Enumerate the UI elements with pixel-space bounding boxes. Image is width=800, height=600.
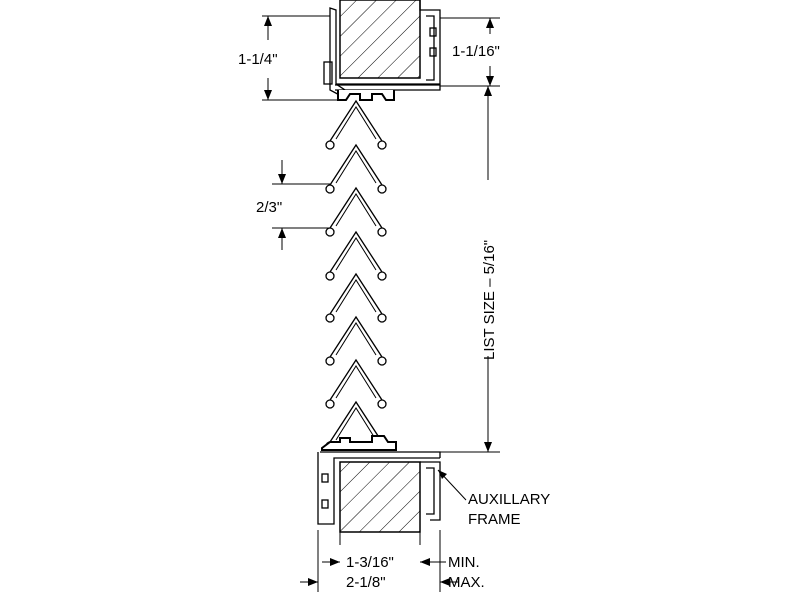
dim-pitch: 2/3" (256, 160, 330, 250)
spring-fold (329, 99, 383, 142)
top-frame-wood-block (339, 0, 421, 79)
spring-curl (377, 271, 387, 281)
spring-curl (377, 313, 387, 323)
spring-fold-inner (335, 365, 377, 399)
callout-auxillary-frame: AUXILLARY FRAME (437, 469, 550, 528)
dim-list-size-label: LIST SIZE – 5/16" (481, 240, 498, 360)
spring-fold-inner (335, 106, 377, 140)
bottom-frame-wood-block (339, 461, 421, 533)
dim-top-right: 1-1/16" (440, 17, 500, 87)
spring-fold-inner (335, 407, 377, 441)
dim-top-right-label: 1-1/16" (452, 43, 500, 60)
spring-fold (329, 143, 383, 186)
spring-fold-inner (335, 150, 377, 184)
spring-fold (329, 272, 383, 315)
spring-curl (377, 184, 387, 194)
spring-curl (377, 140, 387, 150)
spring-fold (329, 358, 383, 401)
callout-line2: FRAME (468, 511, 521, 528)
dim-top-left: 1-1/4" (238, 15, 338, 101)
spring-fold-inner (335, 193, 377, 227)
spring-curl (325, 271, 335, 281)
spring-curl (325, 140, 335, 150)
spring-fold (329, 186, 383, 229)
spring-fold (329, 230, 383, 273)
spring-curl (325, 313, 335, 323)
spring-curl (325, 356, 335, 366)
dim-top-left-label: 1-1/4" (238, 51, 278, 68)
spring-curl (377, 356, 387, 366)
dim-pitch-label: 2/3" (256, 199, 282, 216)
spring-curl (325, 184, 335, 194)
spring-fold-inner (335, 237, 377, 271)
dim-bottom-max-value: 2-1/8" (346, 574, 386, 591)
dim-bottom: 1-3/16" MIN. 2-1/8" MAX. (300, 530, 485, 592)
zigzag-spring (325, 99, 387, 451)
dim-list-size: LIST SIZE – 5/16" (440, 85, 500, 453)
dim-bottom-min-label: MIN. (448, 554, 480, 571)
spring-fold (329, 400, 383, 443)
spring-fold-inner (335, 279, 377, 313)
bottom-frame (317, 435, 441, 545)
spring-curl (377, 399, 387, 409)
dim-bottom-min-value: 1-3/16" (346, 554, 394, 571)
spring-fold-inner (335, 322, 377, 356)
top-frame (323, 0, 441, 101)
spring-curl (377, 227, 387, 237)
dim-bottom-max-label: MAX. (448, 574, 485, 591)
spring-curl (325, 227, 335, 237)
spring-curl (325, 399, 335, 409)
spring-fold (329, 315, 383, 358)
callout-line1: AUXILLARY (468, 491, 550, 508)
